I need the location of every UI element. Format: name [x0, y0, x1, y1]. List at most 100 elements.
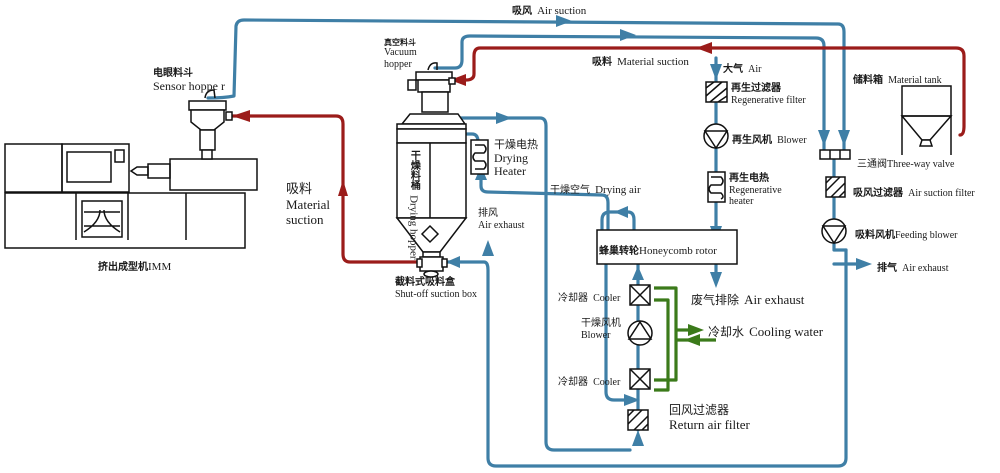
regenerative-blower — [703, 123, 729, 150]
label-cooling-water: 冷却水 Cooling water — [708, 322, 823, 340]
arrow-material-top — [696, 42, 712, 54]
label-en: Air — [748, 64, 762, 75]
label-feeding-blower: 吸料风机Feeding blower — [855, 224, 958, 242]
label-cn: 截料式吸料盒 — [395, 277, 455, 288]
label-regen-blower: 再生风机 Blower — [732, 129, 807, 147]
arrow-cooling-water-out — [688, 324, 704, 336]
label-air-exhaust-left: 排风 Air exhaust — [478, 208, 524, 231]
label-en: Three-way valve — [887, 159, 955, 170]
label-cn: 干燥料桶 — [408, 150, 420, 190]
drying-air-line — [479, 173, 610, 245]
label-air-exhaust-right: 排气 Air exhaust — [877, 257, 948, 275]
arrow-waste-exhaust — [710, 272, 722, 288]
label-cn: 再生过滤器 — [731, 83, 781, 94]
label-cn: 废气排除 — [691, 293, 740, 307]
cooler-top — [629, 284, 651, 306]
label-en: Blower — [777, 135, 807, 146]
vacuum-hopper-air-line — [433, 34, 826, 152]
feeding-blower — [821, 218, 847, 245]
label-en: heater — [729, 196, 754, 207]
imm-machine — [4, 143, 258, 249]
arrow-into-rotor-bottom — [632, 266, 644, 280]
label-en: Blower — [581, 329, 611, 341]
return-air-filter — [627, 409, 649, 431]
arrow-into-sensor-hopper — [232, 110, 250, 122]
label-cn: 吸料风机 — [855, 230, 895, 241]
label-en: Regenerative — [729, 184, 782, 196]
label-cooler-bottom: 冷却器 Cooler — [558, 371, 620, 389]
label-cn: 冷却器 — [558, 377, 588, 388]
label-cn: 吸料 — [286, 182, 313, 197]
label-honeycomb-rotor: 蜂巢转轮Honeycomb rotor — [599, 240, 717, 258]
label-cn: 冷却器 — [558, 293, 588, 304]
arrow-vacuum-air — [620, 29, 636, 41]
label-en: Cooler — [593, 293, 621, 304]
label-en: Shut-off suction box — [395, 288, 478, 300]
label-cn: 排气 — [877, 263, 897, 274]
label-cn: 干燥空气 — [550, 185, 590, 196]
label-en: Drying air — [595, 184, 641, 196]
label-drying-heater: 干燥电热 Drying Heater — [494, 138, 538, 179]
arrow-air-exhaust-up — [482, 240, 494, 256]
shutoff-box-air-line — [444, 248, 848, 468]
label-drying-hopper: 干燥料桶 Drying hopper — [404, 150, 422, 260]
label-en: Air exhaust — [478, 219, 525, 231]
arrow-rotor-loop — [614, 206, 628, 218]
sensor-hopper — [188, 89, 233, 160]
drying-heater — [470, 139, 489, 175]
label-en: Material suction — [617, 56, 689, 68]
label-sensor-hopper: 电眼料斗 Sensor hoppe r — [153, 68, 225, 93]
label-cn: 电眼料斗 — [153, 68, 193, 79]
label-en: Air exhaust — [902, 263, 949, 274]
label-en: hopper — [384, 58, 412, 70]
label-en: Material tank — [888, 75, 942, 86]
label-material-tank: 储料箱 Material tank — [853, 69, 942, 87]
arrow-into-vacuum-hopper — [450, 74, 466, 86]
regenerative-filter — [705, 81, 728, 103]
material-tank — [900, 85, 953, 155]
label-regen-heater: 再生电热 Regenerative heater — [729, 173, 782, 208]
label-en: Regenerative filter — [731, 94, 806, 106]
label-cn: 真空料斗 — [384, 38, 416, 47]
label-en: Sensor hoppe r — [153, 78, 225, 93]
label-en: Cooling water — [749, 324, 824, 339]
label-cn: 排风 — [478, 208, 498, 219]
label-regen-filter: 再生过滤器 Regenerative filter — [731, 83, 806, 106]
arrow-material-left — [338, 180, 348, 196]
label-three-way-valve: 三通阀Three-way valve — [857, 153, 954, 171]
label-en: Vacuum — [384, 47, 417, 59]
drying-blower — [627, 320, 653, 346]
label-air-in: 大气 Air — [723, 58, 761, 76]
drying-hopper — [395, 113, 468, 278]
label-cooler-top: 冷却器 Cooler — [558, 287, 620, 305]
cooling-water-line-b — [654, 298, 670, 392]
label-cn: 再生电热 — [729, 173, 769, 184]
air-suction-line-top — [206, 18, 846, 152]
label-cn: 再生风机 — [732, 135, 772, 146]
label-en: Honeycomb rotor — [639, 245, 717, 257]
label-en: Drying hopper — [407, 195, 420, 260]
label-cn: 蜂巢转轮 — [599, 246, 639, 257]
label-cn: 挤出成型机 — [98, 262, 148, 273]
air-suction-filter — [825, 176, 846, 198]
arrow-air-in — [710, 64, 722, 80]
label-drying-air: 干燥空气 Drying air — [550, 179, 641, 197]
label-material-suction-top: 吸料 Material suction — [592, 51, 689, 69]
hopper-return-air-line — [453, 116, 632, 452]
arrow-into-valve-left — [818, 130, 830, 146]
arrow-air-suction-top — [556, 15, 572, 27]
label-en: Drying — [494, 150, 528, 165]
label-material-suction-left: 吸料 Material suction — [286, 182, 331, 228]
arrow-return-filter-bottom — [632, 430, 644, 446]
label-en: Heater — [494, 164, 526, 179]
cooling-water-line-a — [654, 286, 678, 382]
arrow-air-exhaust-right — [856, 258, 872, 270]
label-en: Material — [286, 196, 331, 212]
label-cn: 干燥电热 — [494, 138, 538, 151]
label-imm: 挤出成型机IMM — [98, 256, 171, 274]
label-return-filter: 回风过滤器 Return air filter — [669, 403, 750, 433]
label-en: Return air filter — [669, 416, 750, 432]
label-en: IMM — [148, 261, 172, 273]
label-en: Air exhaust — [744, 292, 805, 307]
